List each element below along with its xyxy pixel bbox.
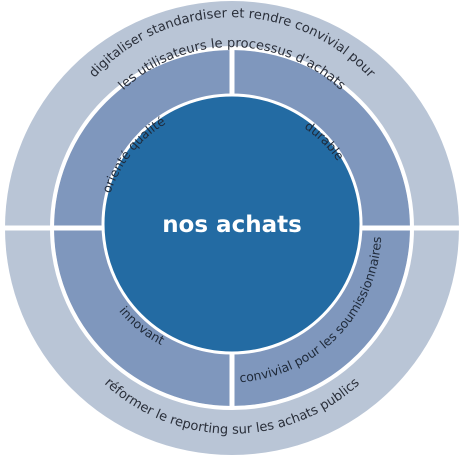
- inner-ring-border: [50, 46, 414, 410]
- center-label: nos achats: [162, 212, 302, 238]
- center-circle: [101, 93, 363, 355]
